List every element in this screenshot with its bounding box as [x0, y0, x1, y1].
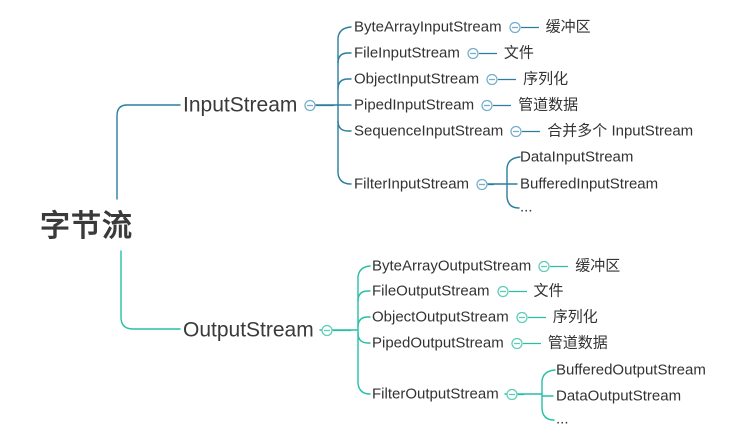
- node-label: ObjectOutputStream: [372, 308, 509, 326]
- node-pipedinputstream[interactable]: PipedInputStream 管道数据: [354, 98, 578, 113]
- node-sequenceinputstream[interactable]: SequenceInputStream 合并多个 InputStream: [354, 124, 693, 139]
- node-label: ObjectInputStream: [354, 70, 480, 88]
- node-label: InputStream: [183, 93, 298, 117]
- root-node[interactable]: 字节流: [40, 212, 133, 242]
- node-bytearrayinputstream[interactable]: ByteArrayInputStream 缓冲区: [354, 20, 591, 35]
- node-label: OutputStream: [183, 318, 314, 342]
- collapse-icon[interactable]: [481, 99, 512, 111]
- node-label: ByteArrayOutputStream: [372, 257, 532, 275]
- node-label: FileOutputStream: [372, 282, 490, 300]
- note-merge-streams[interactable]: 合并多个 InputStream: [547, 122, 694, 140]
- node-label: ByteArrayInputStream: [354, 18, 502, 36]
- note-buffer[interactable]: 缓冲区: [575, 257, 621, 275]
- node-filteroutputstream[interactable]: FilterOutputStream: [372, 387, 524, 402]
- collapse-icon[interactable]: [510, 125, 541, 137]
- note-file[interactable]: 文件: [503, 44, 534, 62]
- collapse-icon[interactable]: [496, 285, 527, 297]
- collapse-icon[interactable]: [467, 47, 497, 59]
- collapse-icon[interactable]: [476, 178, 495, 190]
- collapse-icon[interactable]: [538, 260, 569, 272]
- node-label: ...: [520, 198, 533, 216]
- note-pipe-data[interactable]: 管道数据: [547, 334, 608, 352]
- node-bufferedoutputstream[interactable]: BufferedOutputStream: [556, 363, 706, 378]
- node-label: DataInputStream: [520, 148, 634, 166]
- node-bufferedinputstream[interactable]: BufferedInputStream: [520, 177, 658, 192]
- node-label: PipedInputStream: [354, 96, 475, 114]
- node-label: FileInputStream: [354, 44, 460, 62]
- output-branch-connectors: [120, 250, 556, 421]
- collapse-icon[interactable]: [511, 337, 541, 349]
- node-input-ellipsis[interactable]: ...: [520, 200, 533, 215]
- collapse-icon[interactable]: [508, 21, 539, 33]
- node-outputstream[interactable]: OutputStream: [183, 320, 351, 341]
- note-file[interactable]: 文件: [533, 282, 564, 300]
- node-inputstream[interactable]: InputStream: [183, 93, 335, 117]
- collapse-icon[interactable]: [516, 311, 546, 323]
- node-label: ...: [556, 410, 569, 428]
- node-label: BufferedOutputStream: [556, 361, 706, 379]
- root-label: 字节流: [40, 210, 133, 243]
- note-serialization[interactable]: 序列化: [523, 70, 569, 88]
- node-label: FilterInputStream: [354, 175, 470, 193]
- node-label: DataOutputStream: [556, 387, 682, 405]
- note-pipe-data[interactable]: 管道数据: [518, 96, 579, 114]
- node-fileinputstream[interactable]: FileInputStream 文件: [354, 46, 534, 61]
- node-pipedoutputstream[interactable]: PipedOutputStream 管道数据: [372, 336, 608, 351]
- node-label: BufferedInputStream: [520, 175, 659, 193]
- node-label: SequenceInputStream: [354, 122, 504, 140]
- node-filterinputstream[interactable]: FilterInputStream: [354, 175, 495, 193]
- node-label: PipedOutputStream: [372, 334, 504, 352]
- node-objectoutputstream[interactable]: ObjectOutputStream 序列化: [372, 310, 598, 325]
- collapse-icon[interactable]: [304, 99, 335, 111]
- node-bytearrayoutputstream[interactable]: ByteArrayOutputStream 缓冲区: [372, 259, 620, 274]
- collapse-icon[interactable]: [321, 324, 351, 336]
- node-output-ellipsis[interactable]: ...: [556, 412, 569, 427]
- note-serialization[interactable]: 序列化: [552, 308, 598, 326]
- node-label: FilterOutputStream: [372, 385, 499, 403]
- note-buffer[interactable]: 缓冲区: [545, 18, 591, 36]
- collapse-icon[interactable]: [506, 388, 524, 400]
- collapse-icon[interactable]: [486, 73, 517, 85]
- node-fileoutputstream[interactable]: FileOutputStream 文件: [372, 284, 564, 299]
- node-dataoutputstream[interactable]: DataOutputStream: [556, 389, 681, 404]
- node-objectinputstream[interactable]: ObjectInputStream 序列化: [354, 72, 568, 87]
- node-datainputstream[interactable]: DataInputStream: [520, 150, 633, 165]
